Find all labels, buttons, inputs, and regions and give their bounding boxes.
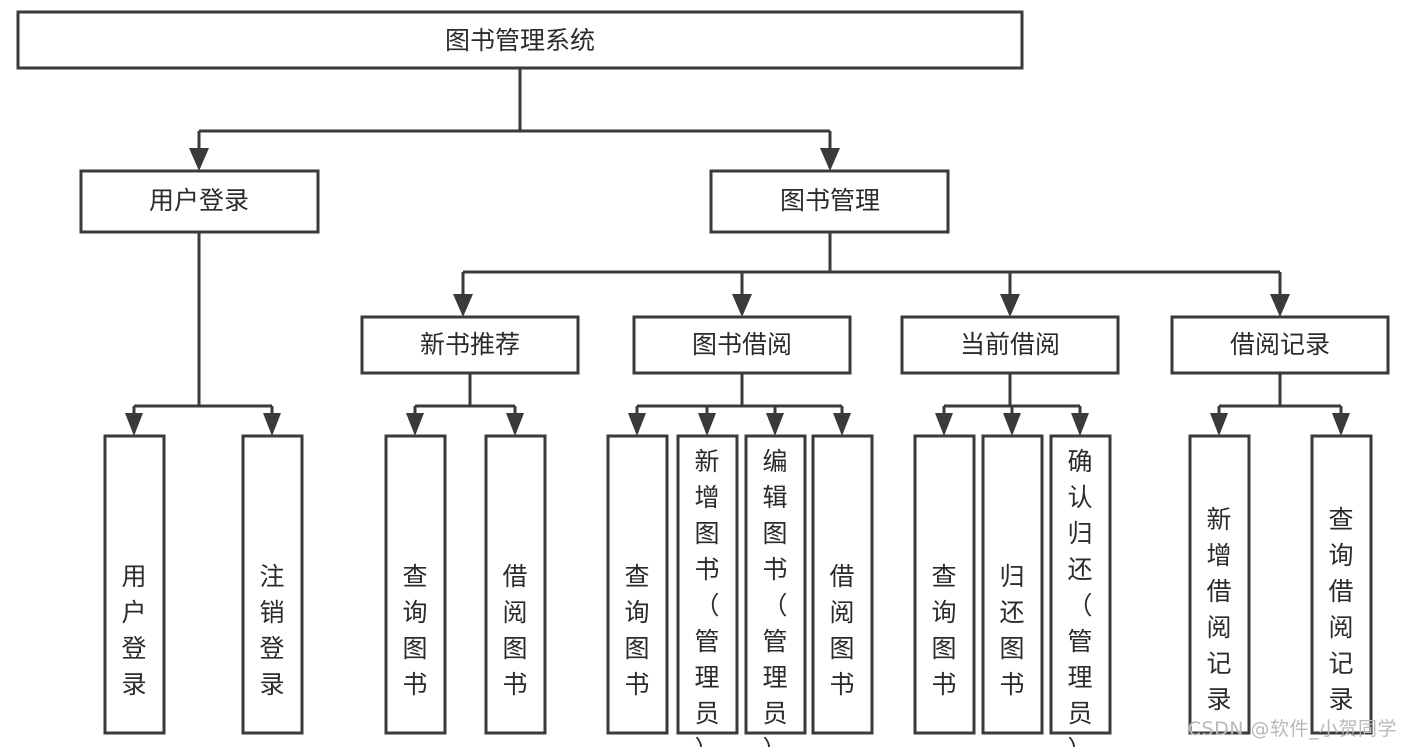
node-book-borrow-label: 图书借阅 bbox=[692, 330, 792, 359]
arrow-head-icon bbox=[698, 413, 716, 436]
leaf-query-borrow-record[interactable]: 查询借阅记录 bbox=[1310, 434, 1373, 735]
arrow-head-icon bbox=[766, 413, 784, 436]
connectors-user-login-to-leaves bbox=[125, 232, 281, 436]
arrow-head-icon bbox=[1210, 413, 1228, 436]
leaf-query-borrow-record-label: 查询借阅记录 bbox=[1328, 505, 1353, 714]
node-book-borrow-box[interactable] bbox=[632, 315, 852, 375]
node-book-borrow[interactable]: 图书借阅 bbox=[632, 315, 852, 375]
leaf-query-book-current-box[interactable] bbox=[913, 434, 976, 735]
leaf-query-book-rec-box[interactable] bbox=[384, 434, 447, 735]
connectors-borrow-record-to-leaves bbox=[1210, 373, 1350, 436]
node-root-system[interactable]: 图书管理系统 bbox=[16, 10, 1024, 70]
leaf-edit-book-admin-box[interactable] bbox=[744, 434, 807, 735]
leaf-add-book-admin-label: 新增图书（管理员） bbox=[694, 447, 719, 747]
leaf-confirm-return-admin-label: 确认归还（管理员） bbox=[1067, 447, 1092, 747]
arrow-head-icon bbox=[263, 413, 281, 436]
leaf-query-book-borrow-box[interactable] bbox=[606, 434, 669, 735]
arrow-head-icon bbox=[506, 413, 524, 436]
arrow-head-icon bbox=[1332, 413, 1350, 436]
arrow-head-icon bbox=[628, 413, 646, 436]
leaf-query-book-rec[interactable]: 查询图书 bbox=[384, 434, 447, 735]
leaf-logout-box[interactable] bbox=[241, 434, 304, 735]
leaf-borrow-book-rec-box[interactable] bbox=[484, 434, 547, 735]
leaf-confirm-return-admin[interactable]: 确认归还（管理员） bbox=[1049, 434, 1112, 747]
leaf-borrow-book-label: 借阅图书 bbox=[829, 562, 854, 699]
leaf-add-borrow-record[interactable]: 新增借阅记录 bbox=[1188, 434, 1251, 735]
node-user-login-label: 用户登录 bbox=[149, 186, 249, 215]
node-book-management-label: 图书管理 bbox=[780, 186, 880, 215]
node-borrow-record[interactable]: 借阅记录 bbox=[1170, 315, 1390, 375]
leaf-edit-book-admin-label: 编辑图书（管理员） bbox=[762, 447, 787, 747]
arrow-head-icon bbox=[1003, 413, 1021, 436]
leaf-return-book-label: 归还图书 bbox=[999, 562, 1024, 699]
connectors-new-book-rec-to-leaves bbox=[406, 373, 524, 436]
node-current-borrow-label: 当前借阅 bbox=[960, 330, 1060, 359]
node-new-book-recommend-label: 新书推荐 bbox=[420, 330, 520, 359]
leaf-logout[interactable]: 注销登录 bbox=[241, 434, 304, 735]
node-new-book-recommend[interactable]: 新书推荐 bbox=[360, 315, 580, 375]
leaf-user-login-box[interactable] bbox=[103, 434, 166, 735]
arrow-head-icon bbox=[453, 294, 473, 317]
arrow-head-icon bbox=[732, 294, 752, 317]
node-root-label: 图书管理系统 bbox=[445, 26, 595, 55]
watermark-text: CSDN @软件_小贺同学 bbox=[1187, 718, 1397, 740]
connectors-root-to-level2 bbox=[189, 68, 840, 171]
leaf-query-book-borrow-label: 查询图书 bbox=[624, 562, 649, 699]
leaf-add-book-admin-box[interactable] bbox=[676, 434, 739, 735]
arrow-head-icon bbox=[935, 413, 953, 436]
leaf-query-borrow-record-box[interactable] bbox=[1310, 434, 1373, 735]
leaf-borrow-book-rec[interactable]: 借阅图书 bbox=[484, 434, 547, 735]
leaf-user-login[interactable]: 用户登录 bbox=[103, 434, 166, 735]
arrow-head-icon bbox=[1000, 294, 1020, 317]
arrow-head-icon bbox=[1270, 294, 1290, 317]
node-current-borrow-box[interactable] bbox=[900, 315, 1120, 375]
arrow-head-icon bbox=[833, 413, 851, 436]
node-current-borrow[interactable]: 当前借阅 bbox=[900, 315, 1120, 375]
leaf-add-borrow-record-box[interactable] bbox=[1188, 434, 1251, 735]
leaf-query-book-current[interactable]: 查询图书 bbox=[913, 434, 976, 735]
leaf-add-book-admin[interactable]: 新增图书（管理员） bbox=[676, 434, 739, 747]
leaf-query-book-rec-label: 查询图书 bbox=[402, 562, 427, 699]
leaf-user-login-label: 用户登录 bbox=[121, 562, 146, 699]
arrow-head-icon bbox=[820, 148, 840, 171]
node-book-management-box[interactable] bbox=[709, 169, 950, 234]
connectors-book-borrow-to-leaves bbox=[628, 373, 851, 436]
node-book-management[interactable]: 图书管理 bbox=[709, 169, 950, 234]
leaf-borrow-book[interactable]: 借阅图书 bbox=[811, 434, 874, 735]
leaf-edit-book-admin[interactable]: 编辑图书（管理员） bbox=[744, 434, 807, 747]
connectors-book-mgmt-to-level3 bbox=[453, 232, 1290, 317]
arrow-head-icon bbox=[189, 148, 209, 171]
arrow-head-icon bbox=[125, 413, 143, 436]
arrow-head-icon bbox=[406, 413, 424, 436]
node-borrow-record-box[interactable] bbox=[1170, 315, 1390, 375]
leaf-return-book-box[interactable] bbox=[981, 434, 1044, 735]
leaf-query-book-borrow[interactable]: 查询图书 bbox=[606, 434, 669, 735]
node-borrow-record-label: 借阅记录 bbox=[1230, 330, 1330, 359]
arrow-head-icon bbox=[1071, 413, 1089, 436]
node-user-login[interactable]: 用户登录 bbox=[79, 169, 320, 234]
leaf-return-book[interactable]: 归还图书 bbox=[981, 434, 1044, 735]
leaf-confirm-return-admin-box[interactable] bbox=[1049, 434, 1112, 735]
leaf-query-book-current-label: 查询图书 bbox=[931, 562, 956, 699]
node-user-login-box[interactable] bbox=[79, 169, 320, 234]
connectors-current-borrow-to-leaves bbox=[935, 373, 1089, 436]
node-root-box[interactable] bbox=[16, 10, 1024, 70]
leaf-borrow-book-box[interactable] bbox=[811, 434, 874, 735]
leaf-add-borrow-record-label: 新增借阅记录 bbox=[1206, 505, 1231, 714]
leaf-borrow-book-rec-label: 借阅图书 bbox=[502, 562, 527, 699]
node-new-book-recommend-box[interactable] bbox=[360, 315, 580, 375]
leaf-logout-label: 注销登录 bbox=[259, 562, 284, 699]
